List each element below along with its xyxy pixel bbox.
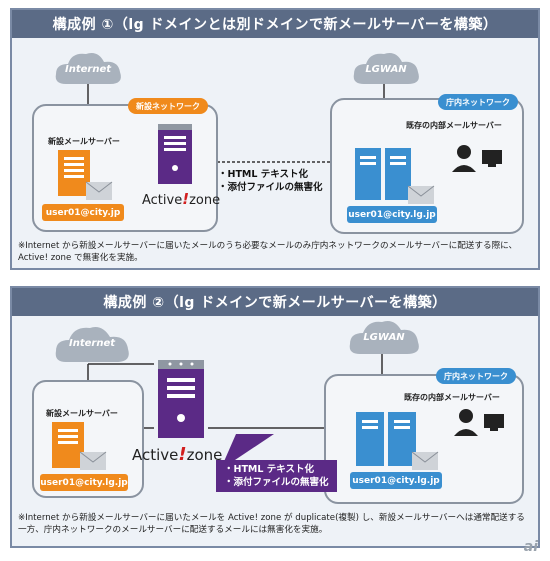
user-at-pc-icon: [452, 145, 502, 172]
feature-attachment: ・添付ファイルの無害化: [218, 182, 323, 193]
feature-html-text: ・HTML テキスト化: [218, 169, 308, 180]
active-zone-logo: Active!zone: [142, 190, 221, 208]
internal-network-tag: 庁内ネットワーク: [438, 94, 518, 110]
new-mail-server-icon: [58, 150, 113, 200]
existing-server-label: 既存の内部メールサーバー: [404, 393, 500, 402]
lgwan-cloud: LGWAN: [350, 50, 422, 88]
active-zone-logo: Active!zone: [132, 444, 223, 465]
active-zone-server-icon: [158, 360, 204, 438]
panel-title: 構成例 ①（lg ドメインとは別ドメインで新メールサーバーを構築）: [12, 10, 538, 38]
internal-mail-server-icon: [356, 412, 439, 470]
feature-html-text: ・HTML テキスト化: [224, 464, 314, 475]
new-mail-server-label: 新設メールサーバー: [46, 409, 118, 418]
feature-callout: ・HTML テキスト化 ・添付ファイルの無害化: [216, 460, 337, 492]
address-right: user01@city.lg.jp: [347, 206, 437, 223]
internal-network-tag: 庁内ネットワーク: [436, 368, 516, 384]
internet-cloud: Internet: [52, 50, 124, 88]
address-left: user01@city.jp: [42, 204, 124, 221]
lgwan-cloud: LGWAN: [346, 318, 422, 358]
internet-cloud: Internet: [52, 324, 132, 366]
user-at-pc-icon: [454, 409, 504, 436]
new-mail-server-label: 新設メールサーバー: [48, 137, 120, 146]
internal-mail-server-icon: [355, 148, 435, 204]
config-panel-1: 構成例 ①（lg ドメインとは別ドメインで新メールサーバーを構築） Intern…: [10, 8, 540, 270]
address-right: user01@city.lg.jp: [350, 472, 442, 489]
feature-list: ・HTML テキスト化 ・添付ファイルの無害化: [218, 168, 323, 194]
new-network-tag: 新設ネットワーク: [128, 98, 208, 114]
note-text: ※Internet から新設メールサーバーに届いたメールのうち必要なメールのみ庁…: [18, 241, 518, 263]
existing-server-label: 既存の内部メールサーバー: [406, 121, 502, 130]
watermark-logo: ai: [523, 539, 538, 555]
servers-and-icons: [58, 124, 502, 204]
panel-title: 構成例 ②（lg ドメインで新メールサーバーを構築）: [12, 288, 538, 316]
servers-and-icons: [52, 360, 504, 470]
address-left: user01@city.lg.jp: [40, 474, 128, 491]
new-mail-server-icon: [52, 422, 107, 470]
config-panel-2: 構成例 ②（lg ドメインで新メールサーバーを構築） Internet LGWA…: [10, 286, 540, 548]
active-zone-server-icon: [158, 124, 192, 184]
note-text: ※Internet から新設メールサーバーに届いたメールを Active! zo…: [18, 513, 525, 535]
feature-attachment: ・添付ファイルの無害化: [224, 477, 329, 488]
